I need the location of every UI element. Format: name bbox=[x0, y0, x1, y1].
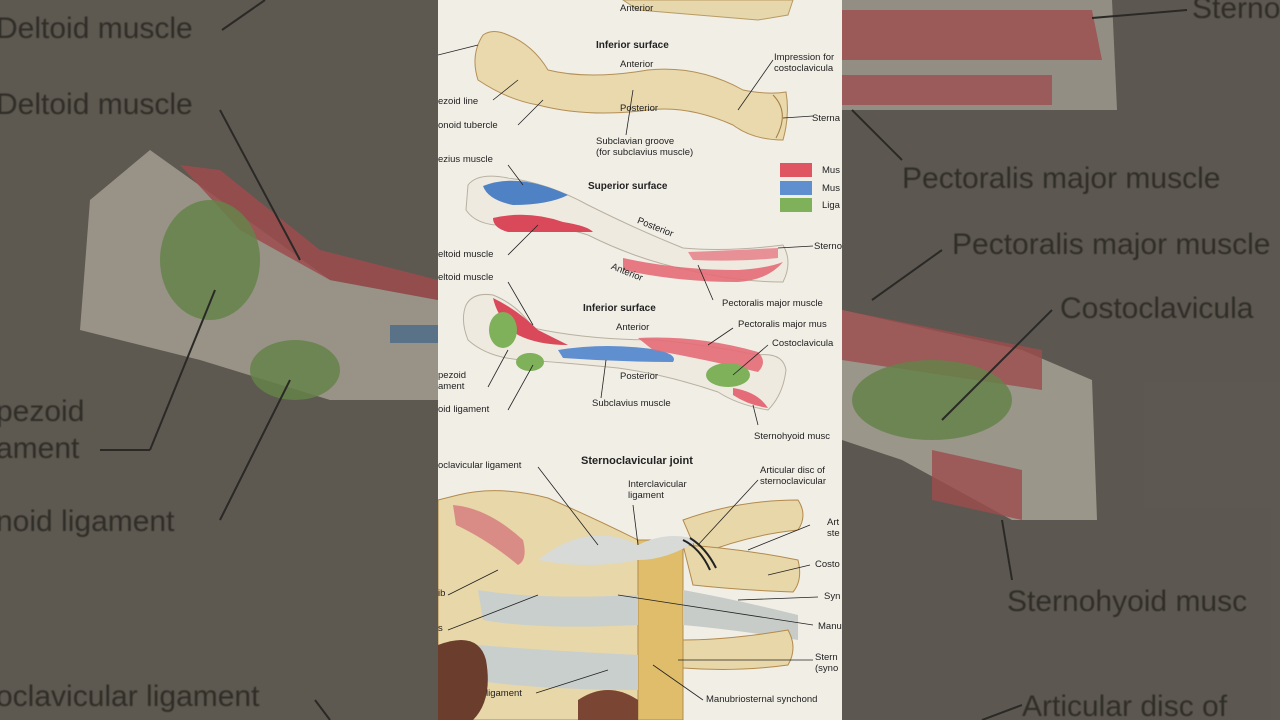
right-blur-panel: Sterno Pectoralis major muscle Pectorali… bbox=[842, 0, 1280, 720]
manubriosternal-label: Manubriosternal synchond bbox=[706, 694, 818, 705]
interclavicular-label-1: Interclavicular bbox=[628, 479, 687, 490]
anatomy-page: Anterior Inferior surface Anterior Poste… bbox=[438, 0, 842, 720]
trapezius-muscle-label: ezius muscle bbox=[438, 154, 493, 165]
inferior1-posterior-label: Posterior bbox=[620, 103, 659, 114]
manubrium-label: Manu bbox=[818, 621, 842, 632]
impression-label-1: Impression for bbox=[774, 52, 835, 63]
subclavian-groove-label: Subclavian groove bbox=[596, 136, 675, 147]
right-label-pectoralis-2: Pectoralis major muscle bbox=[952, 228, 1271, 261]
inferior2-deltoid-label: eltoid muscle bbox=[438, 272, 494, 283]
articular-disc-label-1: Articular disc of bbox=[760, 465, 825, 476]
clavicle-illustrations bbox=[438, 0, 819, 720]
articular-disc-label-2: sternoclavicular bbox=[760, 476, 826, 487]
left-bone-illustration bbox=[80, 0, 438, 720]
costo-label: Costo bbox=[815, 559, 840, 570]
legend-swatch-muscle-insertion bbox=[780, 181, 812, 195]
superior-sterno-label: Sterno bbox=[814, 241, 842, 252]
subclavian-groove-sub-label: (for subclavius muscle) bbox=[596, 147, 694, 158]
left-label-ament: ament bbox=[0, 432, 80, 465]
left-label-deltoid-2: Deltoid muscle bbox=[0, 88, 193, 121]
left-label-conoid: noid ligament bbox=[0, 505, 175, 538]
trapezoid-ligament-label-1: pezoid bbox=[438, 370, 466, 381]
right-label-pectoralis-1: Pectoralis major muscle bbox=[902, 162, 1221, 195]
left-blur-panel: Deltoid muscle Deltoid muscle pezoid ame… bbox=[0, 0, 438, 720]
left-label-trapezoid: pezoid bbox=[0, 395, 85, 428]
sternum-label-2: (syno bbox=[815, 663, 839, 674]
right-label-costoclavicular: Costoclavicula bbox=[1060, 292, 1254, 325]
right-label-sterno: Sterno bbox=[1192, 0, 1280, 25]
rib-label: ib bbox=[438, 588, 446, 599]
trapezoid-line-label: ezoid line bbox=[438, 96, 479, 107]
interclavicular-label-2: ligament bbox=[628, 490, 664, 501]
sterna-label: Sterna bbox=[812, 113, 840, 124]
left-label-acromioclavicular: oclavicular ligament bbox=[0, 680, 260, 713]
inferior-surface-title-2: Inferior surface bbox=[583, 303, 656, 314]
right-label-articular-disc: Articular disc of bbox=[1022, 690, 1228, 720]
inferior2-costoclavicular-label: Costoclavicula bbox=[772, 338, 834, 349]
inferior2-posterior-label: Posterior bbox=[620, 371, 659, 382]
inferior-surface-title-1: Inferior surface bbox=[596, 40, 669, 51]
legend-swatch-ligament bbox=[780, 198, 812, 212]
s-label: s bbox=[438, 623, 443, 634]
right-bone-illustration bbox=[842, 0, 1188, 720]
sternum-label-1: Stern bbox=[815, 652, 838, 663]
inferior2-anterior-label: Anterior bbox=[616, 322, 650, 333]
legend-ligament: Liga bbox=[822, 200, 840, 211]
conoid-ligament-label: oid ligament bbox=[438, 404, 490, 415]
trapezoid-ligament-label-2: ament bbox=[438, 381, 465, 392]
legend-swatch-muscle-origin bbox=[780, 163, 812, 177]
legend-muscle-insertion: Mus bbox=[822, 183, 840, 194]
right-label-sternohyoid: Sternohyoid musc bbox=[1007, 585, 1248, 618]
ligament-label: ligament bbox=[486, 688, 522, 699]
legend-muscle-origin: Mus bbox=[822, 165, 840, 176]
impression-label-2: costoclavicula bbox=[774, 63, 834, 74]
superior-pectoralis-label: Pectoralis major muscle bbox=[722, 298, 823, 309]
sternohyoid-label: Sternohyoid musc bbox=[754, 431, 831, 442]
acromioclavicular-ligament-label: oclavicular ligament bbox=[438, 460, 522, 471]
top-anterior-label: Anterior bbox=[620, 3, 654, 14]
inferior2-pectoralis-label: Pectoralis major mus bbox=[738, 319, 827, 330]
conoid-tubercle-label: onoid tubercle bbox=[438, 120, 498, 131]
superior-deltoid-label: eltoid muscle bbox=[438, 249, 494, 260]
articular-label-2: ste bbox=[827, 528, 840, 539]
sternoclavicular-joint-title: Sternoclavicular joint bbox=[581, 455, 693, 467]
articular-label-1: Art bbox=[827, 517, 840, 528]
subclavius-muscle-label: Subclavius muscle bbox=[592, 398, 671, 409]
superior-surface-title: Superior surface bbox=[588, 181, 668, 192]
inferior1-anterior-label: Anterior bbox=[620, 59, 654, 70]
left-label-deltoid-1: Deltoid muscle bbox=[0, 12, 193, 45]
synovial-label: Syn bbox=[824, 591, 841, 602]
